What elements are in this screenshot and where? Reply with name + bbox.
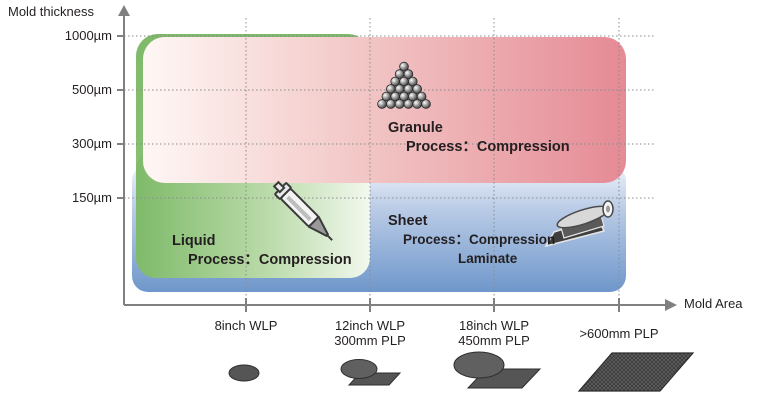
granule-pile-icon xyxy=(377,61,431,109)
y-tick-label: 1000µm xyxy=(64,28,112,43)
granule-ball xyxy=(407,76,418,87)
x-tick-label-line1: 8inch WLP xyxy=(214,318,278,333)
x-tick-label-line1: 18inch WLP xyxy=(458,318,530,333)
wafer-8inch-icon xyxy=(228,364,260,382)
x-tick-label-line1: 12inch WLP xyxy=(334,318,406,333)
granule-ball xyxy=(385,99,396,109)
granule-ball xyxy=(421,99,431,109)
y-tick-label: 500µm xyxy=(71,82,112,97)
sheet-process-laminate: Laminate xyxy=(458,251,518,266)
granule-ball xyxy=(412,99,423,109)
y-axis-title: Mold thickness xyxy=(8,4,94,19)
granule-ball xyxy=(403,99,414,109)
x-tick-label: 18inch WLP 450mm PLP xyxy=(424,318,564,348)
y-tick-label: 150µm xyxy=(71,190,112,205)
granule-ball xyxy=(394,99,405,109)
y-tick-label: 300µm xyxy=(71,136,112,151)
x-axis-title: Mold Area xyxy=(684,296,743,311)
x-tick-label-line2: 300mm PLP xyxy=(334,333,406,348)
x-tick-label-line2: 450mm PLP xyxy=(458,333,530,348)
y-axis-arrow xyxy=(118,5,130,16)
wafer-18inch-panel-icon xyxy=(453,351,542,389)
x-tick-label-line1: >600mm PLP xyxy=(579,326,659,341)
granule-ball xyxy=(416,91,427,102)
granule-name: Granule xyxy=(388,120,443,136)
panel-600mm-icon xyxy=(577,352,695,392)
liquid-name: Liquid xyxy=(172,233,216,249)
liquid-process: Process：Compression xyxy=(188,252,352,268)
x-tick-label: 8inch WLP xyxy=(176,318,316,333)
wafer-12inch-panel-icon xyxy=(340,359,402,386)
granule-process: Process：Compression xyxy=(406,139,570,155)
granule-region xyxy=(143,37,626,183)
x-axis-arrow xyxy=(665,299,677,311)
sheet-name: Sheet xyxy=(388,213,428,229)
sheet-roll-icon xyxy=(544,200,614,248)
syringe-icon xyxy=(272,180,333,241)
granule-ball xyxy=(412,84,423,94)
granule-ball xyxy=(377,99,387,109)
ticks xyxy=(117,35,620,312)
x-tick-label: 12inch WLP 300mm PLP xyxy=(300,318,440,348)
granule-ball xyxy=(403,69,414,79)
x-tick-label: >600mm PLP xyxy=(549,326,689,341)
sheet-process: Process：Compression xyxy=(403,232,556,247)
granule-ball xyxy=(399,61,409,72)
